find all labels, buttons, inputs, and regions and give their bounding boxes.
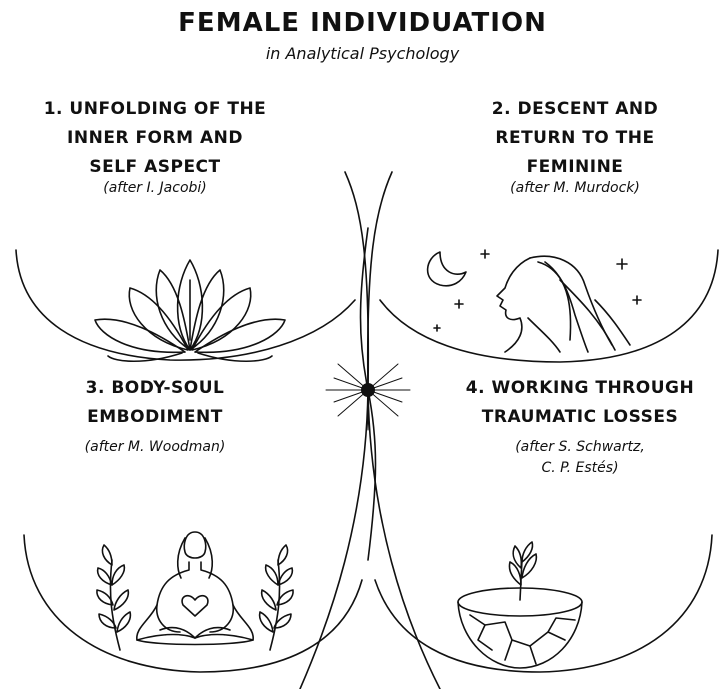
mended-bowl-icon [458,542,582,668]
lotus-icon [95,260,285,361]
quadrant-3-arc [24,535,362,672]
central-axis [300,172,440,689]
quadrant-4-arc [375,535,712,672]
meditating-woman-icon [137,532,253,645]
left-branch-icon [97,545,130,650]
moon-woman-icon [428,250,641,352]
right-branch-icon [260,545,293,650]
center-dot [361,383,375,397]
